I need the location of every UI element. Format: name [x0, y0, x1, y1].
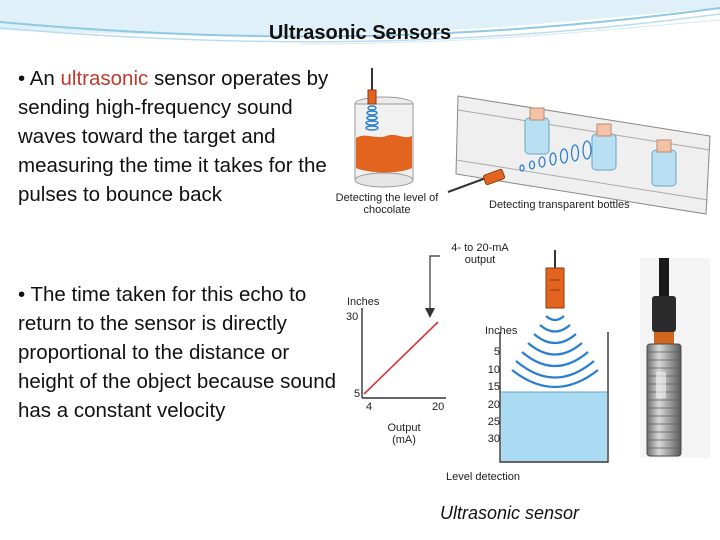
graph-y-bottom: 5 [354, 388, 360, 400]
tank-scale-5: 5 [488, 346, 500, 358]
tank-scale-10: 10 [482, 364, 500, 376]
sensor-caption: Ultrasonic sensor [440, 503, 579, 524]
bottles-caption: Detecting transparent bottles [489, 199, 669, 211]
chocolate-caption: Detecting the level of chocolate [332, 192, 442, 216]
slide-title: Ultrasonic Sensors [0, 22, 720, 45]
bullet-1-highlight: ultrasonic [61, 67, 149, 90]
graph-x-tick-20: 20 [432, 401, 444, 413]
graph-y-unit: Inches [347, 296, 379, 308]
tank-scale-unit: Inches [485, 325, 517, 337]
graph-y-top: 30 [346, 311, 358, 323]
graph-x-label: Output (mA) [382, 422, 426, 446]
output-caption: 4- to 20-mA output [440, 242, 520, 266]
tank-scale-30: 30 [482, 433, 500, 445]
bullet-1-prefix: • An [18, 67, 61, 90]
graph-x-tick-4: 4 [366, 401, 372, 413]
bullet-1: • An ultrasonic sensor operates by sendi… [18, 64, 348, 209]
bullet-2: • The time taken for this echo to return… [18, 280, 343, 425]
level-caption: Level detection [446, 471, 520, 483]
tank-scale-20: 20 [482, 399, 500, 411]
tank-scale-25: 25 [482, 416, 500, 428]
tank-scale-15: 15 [482, 381, 500, 393]
